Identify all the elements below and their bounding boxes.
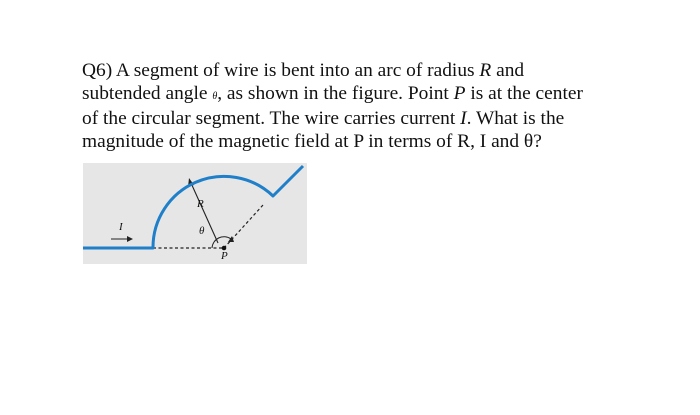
angle-arc-arrowhead (228, 236, 234, 242)
dashed-radius-end (223, 204, 264, 249)
angle-arc (211, 236, 232, 249)
current-label: I (119, 221, 123, 233)
wire-arc-figure: I R θ P (83, 163, 307, 264)
figure-drawing (83, 164, 305, 251)
question-line-1: Q6) A segment of wire is bent into an ar… (82, 60, 525, 81)
wire (83, 164, 305, 250)
radius-label: R (197, 198, 204, 210)
question-text: Q6) A segment of wire is bent into an ar… (82, 60, 642, 153)
center-label: P (221, 250, 228, 262)
question-line-4: magnitude of the magnetic field at P in … (82, 130, 542, 152)
question-line-2: subtended angle θ, as shown in the figur… (82, 82, 583, 104)
radius-arrow-line (190, 182, 219, 244)
point-p-dot (221, 245, 227, 251)
question-line-3: of the circular segment. The wire carrie… (82, 108, 565, 129)
angle-label: θ (199, 225, 205, 237)
current-arrow-head (127, 236, 133, 242)
